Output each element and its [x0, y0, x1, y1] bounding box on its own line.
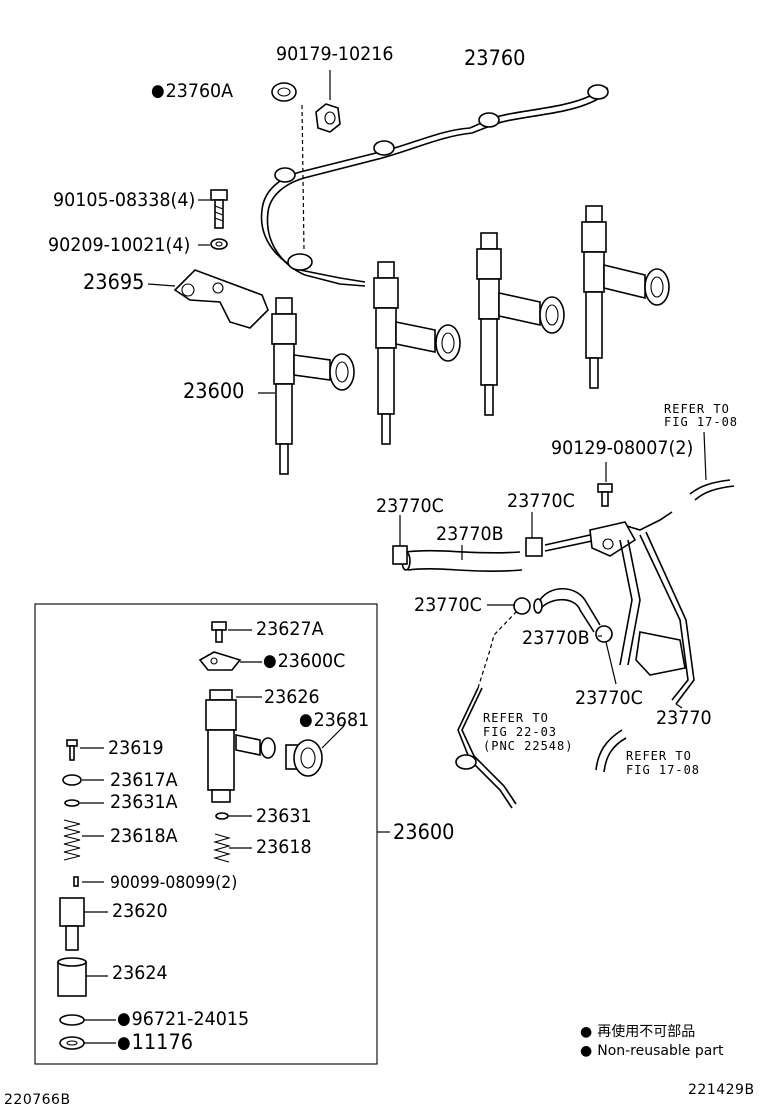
- pin-23619: [66, 739, 78, 761]
- label-23760: 23760: [464, 46, 526, 70]
- refer-17-08-lower-line2: FIG 17-08: [626, 763, 701, 777]
- label-23770C-4: 23770C: [575, 687, 643, 709]
- label-23770C-3: 23770C: [414, 594, 482, 616]
- pipe-ref-22-03: [455, 609, 519, 809]
- label-23770C-1: 23770C: [376, 495, 444, 517]
- injector-4: [581, 205, 670, 389]
- refer-17-08-upper-line2: FIG 17-08: [664, 415, 739, 429]
- clip-23770C-2: [525, 537, 543, 557]
- label-23770B-lower: 23770B: [522, 627, 590, 649]
- label-23681: 23681: [299, 710, 370, 731]
- footer-right-code: 221429B: [688, 1082, 755, 1098]
- injector-1: [271, 297, 355, 475]
- refer-22-03-line1: REFER TO: [483, 711, 549, 725]
- label-90129-08007: 90129-08007(2): [551, 437, 694, 459]
- bolt-23627A: [211, 621, 227, 643]
- label-23770C-2: 23770C: [507, 490, 575, 512]
- spring-23618A: [63, 819, 81, 861]
- oring-96721: [59, 1014, 85, 1026]
- label-23600-box: 23600: [393, 820, 455, 844]
- washer-23617A: [62, 774, 82, 786]
- washer-23760A: [271, 82, 297, 102]
- hose-ref-17-08-upper: [689, 431, 735, 501]
- clamp-23695: [173, 269, 269, 329]
- hose-23770B-lower: [533, 587, 601, 633]
- label-23620: 23620: [112, 900, 168, 922]
- legend-non-reusable-en: Non-reusable part: [580, 1042, 723, 1061]
- spring-23618: [212, 833, 232, 863]
- seal-23631: [215, 812, 229, 820]
- label-23624: 23624: [112, 962, 168, 984]
- nut-90179: [315, 103, 341, 133]
- bolt-90129: [597, 483, 613, 507]
- legend-non-reusable-jp: 再使用不可部品: [580, 1023, 724, 1042]
- label-23631: 23631: [256, 805, 312, 827]
- label-23770: 23770: [656, 707, 712, 729]
- label-23600-main: 23600: [183, 379, 245, 403]
- label-90099-08099: 90099-08099(2): [110, 873, 238, 893]
- label-23626: 23626: [264, 686, 320, 708]
- washer-90209: [210, 238, 228, 250]
- refer-17-08-upper-line1: REFER TO: [664, 402, 730, 416]
- bolt-90105: [210, 189, 228, 229]
- injection-pipe: [260, 84, 609, 287]
- label-90209-10021: 90209-10021(4): [48, 234, 191, 256]
- label-23619: 23619: [108, 737, 164, 759]
- pipe-23770: [544, 511, 695, 705]
- pin-90099: [73, 876, 79, 887]
- injector-2: [373, 261, 461, 445]
- nut-23624: [57, 957, 87, 997]
- label-23627A: 23627A: [256, 618, 324, 640]
- assembly-box: [34, 603, 378, 1065]
- label-23618A: 23618A: [110, 825, 178, 847]
- label-23631A: 23631A: [110, 791, 178, 813]
- label-90105-08338: 90105-08338(4): [53, 189, 196, 211]
- footer-left-code: 220766B: [4, 1092, 71, 1108]
- refer-22-03-line3: (PNC 22548): [483, 739, 574, 753]
- clamp-23600C: [198, 651, 242, 671]
- label-23760A: 23760A: [151, 81, 234, 102]
- clip-23770C-4: [595, 625, 613, 643]
- body-23626: [205, 689, 276, 803]
- label-23770B-upper: 23770B: [436, 523, 504, 545]
- label-23695: 23695: [83, 270, 145, 294]
- connector-23681: [285, 739, 323, 777]
- label-23618: 23618: [256, 836, 312, 858]
- label-23600C: 23600C: [263, 651, 346, 672]
- label-90179-10216: 90179-10216: [276, 43, 394, 65]
- injector-3: [476, 232, 565, 416]
- nozzle-23620: [59, 897, 85, 951]
- clip-23770C-1: [392, 545, 408, 565]
- hose-ref-17-08-lower: [595, 729, 627, 773]
- clip-23770C-3: [513, 597, 531, 615]
- legend: 再使用不可部品 Non-reusable part: [580, 1023, 724, 1061]
- washer-23631A: [64, 799, 80, 807]
- label-11176: 11176: [117, 1032, 193, 1054]
- label-96721-24015: 96721-24015: [117, 1009, 250, 1030]
- refer-22-03-line2: FIG 22-03: [483, 725, 558, 739]
- label-23617A: 23617A: [110, 769, 178, 791]
- gasket-11176: [59, 1036, 85, 1050]
- refer-17-08-lower-line1: REFER TO: [626, 749, 692, 763]
